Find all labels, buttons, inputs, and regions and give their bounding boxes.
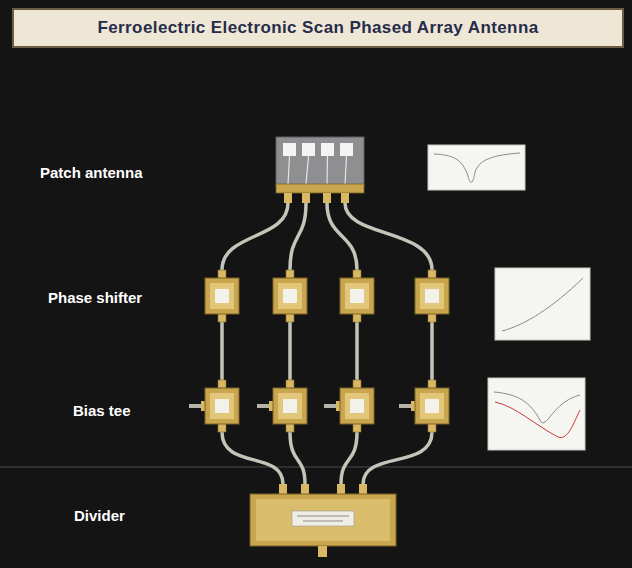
cable: [220, 322, 224, 380]
feed-lines: [288, 156, 347, 184]
phase-shifter: [205, 270, 239, 322]
plate-marking: [297, 516, 349, 517]
plot-curve: [502, 278, 583, 331]
connector: [301, 484, 309, 495]
connector: [341, 193, 349, 203]
bias-tee: [324, 380, 374, 432]
cable: [222, 432, 283, 484]
part-label: Divider: [74, 507, 125, 524]
patch: [321, 143, 334, 156]
cable: [290, 203, 306, 270]
divider: [250, 484, 396, 557]
patch: [340, 143, 353, 156]
connector: [359, 484, 367, 495]
plot: [495, 268, 590, 340]
feed-line: [306, 156, 309, 184]
patch: [302, 143, 315, 156]
bias-tee: [189, 380, 239, 432]
phase-shifter: [340, 270, 374, 322]
plot-curve: [495, 402, 580, 438]
feed-line: [288, 156, 290, 184]
connector: [279, 484, 287, 495]
cable: [327, 203, 357, 270]
plot-sheet: [495, 268, 590, 340]
label-plate: [292, 511, 354, 526]
feed-line: [326, 156, 328, 184]
plot-sheet: [428, 145, 525, 190]
part-label: Phase shifter: [48, 289, 142, 306]
cable: [430, 322, 434, 380]
plot-curve: [494, 392, 580, 423]
phase-shifter: [273, 270, 307, 322]
patch-antenna: [276, 137, 364, 203]
plot-sheet: [488, 378, 585, 450]
cable: [288, 322, 292, 380]
bias-tee: [399, 380, 449, 432]
cable: [290, 432, 305, 484]
divider-housing: [250, 494, 396, 546]
connector: [302, 193, 310, 203]
cable: [341, 432, 357, 484]
cable: [363, 432, 432, 484]
part-label: Patch antenna: [40, 164, 143, 181]
title: Ferroelectric Electronic Scan Phased Arr…: [97, 18, 538, 38]
plot: [428, 145, 525, 190]
part-label: Bias tee: [73, 402, 131, 419]
connector: [337, 484, 345, 495]
divider-face: [256, 499, 390, 541]
phase-shifter: [415, 270, 449, 322]
plot-curve: [434, 153, 520, 182]
cable: [222, 203, 288, 270]
plate-marking: [303, 521, 343, 522]
photo-seam: [0, 467, 632, 468]
antenna-board: [276, 137, 364, 185]
antenna-base: [276, 184, 364, 193]
title-banner: Ferroelectric Electronic Scan Phased Arr…: [12, 8, 624, 48]
connector: [318, 546, 327, 557]
plot: [488, 378, 585, 450]
feed-line: [345, 156, 347, 184]
bias-tee: [257, 380, 307, 432]
cables: [222, 203, 432, 484]
connector: [323, 193, 331, 203]
cable: [355, 322, 359, 380]
cable: [345, 203, 432, 270]
connector: [284, 193, 292, 203]
patch: [283, 143, 296, 156]
